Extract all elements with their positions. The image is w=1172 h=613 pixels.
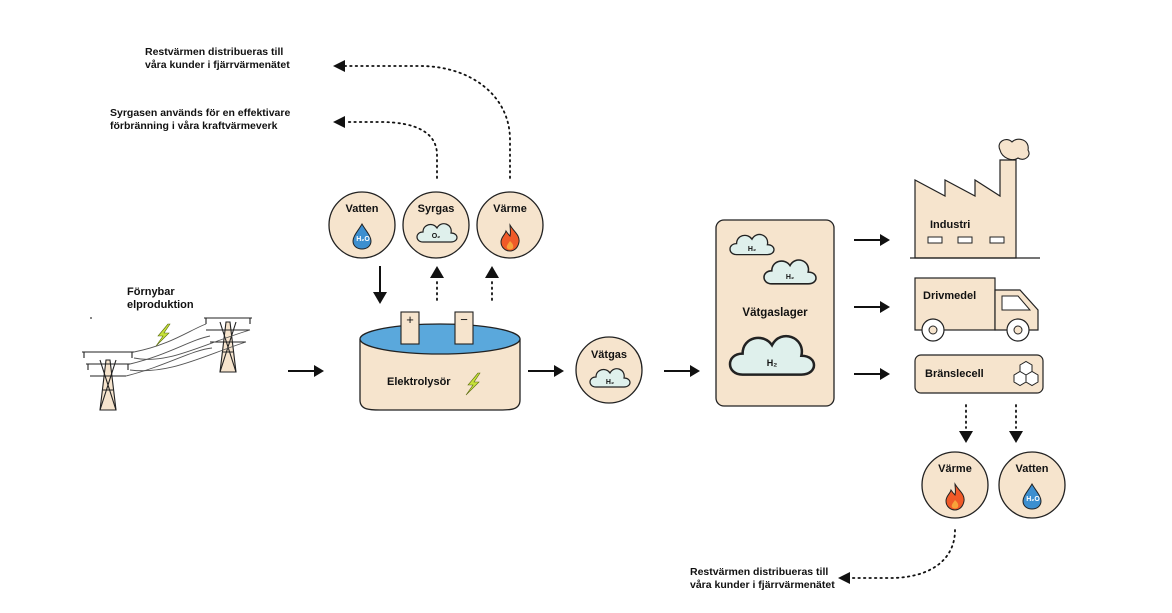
note-line: förbränning i våra kraftvärmeverk bbox=[110, 120, 278, 132]
note-heat-top: Restvärmen distribueras till våra kunder… bbox=[145, 46, 290, 72]
note-line: Restvärmen distribueras till bbox=[145, 46, 284, 58]
heat-title: Värme bbox=[493, 203, 527, 215]
arrow-icon bbox=[663, 364, 701, 378]
cathode-minus: − bbox=[460, 312, 468, 327]
hydrogen-circle bbox=[575, 336, 643, 404]
output-water-formula: H₂O bbox=[1026, 496, 1040, 503]
arrow-icon bbox=[527, 364, 565, 378]
storage-formula-medium: H₂ bbox=[785, 274, 795, 281]
storage-formula-small: H₂ bbox=[747, 246, 757, 253]
output-water-title: Vatten bbox=[1015, 463, 1049, 475]
note-line: Restvärmen distribueras till bbox=[690, 566, 829, 578]
note-heat-bottom: Restvärmen distribueras till våra kunder… bbox=[690, 566, 835, 592]
power-label-line: elproduktion bbox=[127, 299, 194, 311]
arrow-icon bbox=[430, 266, 444, 278]
dotted-connector-bottom-heat bbox=[851, 529, 956, 579]
arrow-icon bbox=[853, 367, 891, 381]
arrowhead-oxygen-note bbox=[333, 116, 345, 128]
hydrogen-formula: H₂ bbox=[605, 379, 615, 386]
arrow-icon bbox=[1009, 431, 1023, 443]
arrow-icon bbox=[959, 431, 973, 443]
arrow-icon bbox=[485, 266, 499, 278]
hydrogen-title: Vätgas bbox=[590, 349, 628, 361]
arrow-icon bbox=[373, 292, 387, 304]
power-label: Förnybar elproduktion bbox=[127, 286, 194, 312]
output-heat-title: Värme bbox=[938, 463, 972, 475]
lightning-icon bbox=[155, 323, 171, 347]
industry-label: Industri bbox=[930, 219, 971, 231]
arrow-icon bbox=[853, 300, 891, 314]
note-line: våra kunder i fjärrvärmenätet bbox=[145, 59, 290, 71]
power-pylon-icon bbox=[82, 317, 252, 411]
power-label-line: Förnybar bbox=[127, 286, 175, 298]
oxygen-circle bbox=[402, 191, 470, 259]
factory-icon bbox=[910, 138, 1040, 259]
water-formula: H₂O bbox=[356, 236, 370, 243]
hexagon-molecule-icon bbox=[1013, 360, 1039, 387]
storage-label: Vätgaslager bbox=[742, 307, 808, 319]
note-line: våra kunder i fjärrvärmenätet bbox=[690, 579, 835, 591]
power-lines bbox=[125, 323, 251, 377]
note-oxygen-top: Syrgasen används för en effektivare förb… bbox=[110, 107, 290, 133]
fuel-cell-box bbox=[914, 354, 1044, 394]
oxygen-title: Syrgas bbox=[417, 203, 455, 215]
truck-icon bbox=[914, 277, 1039, 342]
dotted-connector-heat bbox=[344, 65, 511, 179]
note-line: Syrgasen används för en effektivare bbox=[110, 107, 291, 119]
arrow-icon bbox=[287, 364, 325, 378]
arrow-icon bbox=[853, 233, 891, 247]
dotted-connector-oxygen bbox=[344, 121, 438, 179]
arrowhead-bottom-note bbox=[838, 572, 850, 584]
electrolyser-tank bbox=[359, 311, 521, 411]
fuel-label: Drivmedel bbox=[923, 290, 977, 302]
oxygen-formula: O₂ bbox=[431, 233, 441, 240]
anode-plus: + bbox=[406, 312, 414, 327]
electrolyser-label: Elektrolysör bbox=[387, 376, 451, 388]
water-title: Vatten bbox=[345, 203, 379, 215]
storage-formula-large: H₂ bbox=[766, 358, 778, 368]
fuelcell-label: Bränslecell bbox=[925, 368, 984, 380]
arrowhead-heat-note bbox=[333, 60, 345, 72]
